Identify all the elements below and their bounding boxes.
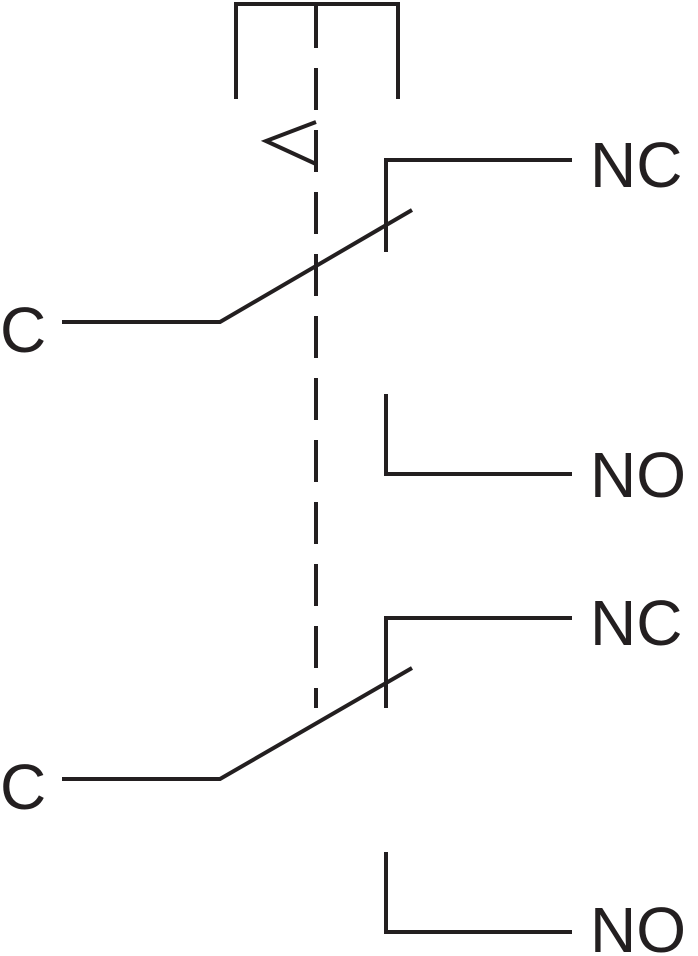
switch-2-common-wire xyxy=(62,666,414,781)
switch-1-no-contact xyxy=(384,394,572,476)
switch-2-common-label: C xyxy=(0,751,46,823)
switch-2-nc-contact xyxy=(384,616,572,708)
switch-2-nc-label: NC xyxy=(590,587,682,659)
switch-1-common-label: C xyxy=(0,294,46,366)
switch-1: C NC NO xyxy=(0,129,686,511)
switch-2-no-contact xyxy=(384,852,572,934)
switch-1-nc-contact xyxy=(384,158,572,252)
switch-1-common-wire xyxy=(62,208,414,324)
switch-2-no-label: NO xyxy=(590,894,686,956)
switch-1-no-label: NO xyxy=(590,439,686,511)
push-button-actuator xyxy=(234,2,400,99)
spring-return-symbol xyxy=(260,120,317,166)
switch-2: C NC NO xyxy=(0,587,686,956)
switch-1-nc-label: NC xyxy=(590,129,682,201)
